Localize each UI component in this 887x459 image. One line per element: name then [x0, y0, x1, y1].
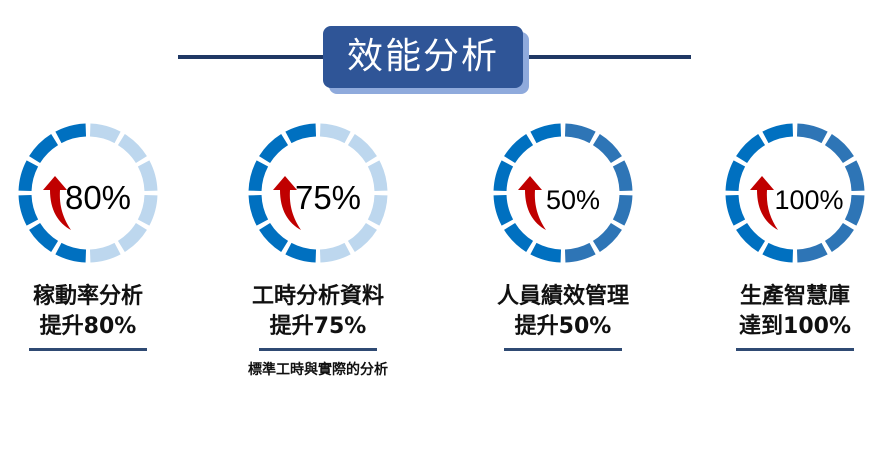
ring-segment — [55, 123, 87, 144]
ring-segment — [564, 123, 596, 144]
section-title: 效能分析 — [323, 26, 523, 88]
ring-segment — [530, 242, 562, 263]
ring-segment — [347, 134, 377, 164]
progress-ring: 80% — [18, 123, 158, 263]
ring-segment — [18, 194, 39, 226]
percent-label: 80% — [65, 179, 131, 216]
metric-title: 生產智慧庫 — [739, 284, 850, 309]
metric-card: 50% 人員績效管理提升50% — [453, 118, 673, 351]
percent-label: 75% — [295, 179, 361, 216]
ring-segment — [725, 194, 746, 226]
metric-title: 工時分析資料 — [251, 284, 384, 309]
metric-title: 人員績效管理 — [496, 284, 629, 309]
progress-ring: 100% — [725, 123, 865, 263]
ring-segment — [762, 123, 794, 144]
ring-segment — [504, 222, 534, 252]
metric-note: 標準工時與實際的分析 — [248, 362, 388, 378]
percent-label: 50% — [546, 185, 600, 215]
metric-label: 工時分析資料提升75% — [208, 282, 428, 342]
ring-segment — [824, 134, 854, 164]
underline — [736, 348, 854, 351]
progress-ring: 75% — [248, 123, 388, 263]
ring-segment — [89, 123, 121, 144]
header-line-left — [178, 55, 323, 59]
metric-label: 生產智慧庫達到100% — [685, 282, 887, 342]
ring-segment — [117, 134, 147, 164]
up-arrow-icon — [273, 176, 301, 230]
ring-segment — [844, 160, 865, 192]
ring-segment — [736, 134, 766, 164]
ring-segment — [319, 123, 351, 144]
ring-segment — [796, 123, 828, 144]
progress-ring: 50% — [493, 123, 633, 263]
underline — [259, 348, 377, 351]
ring-segment — [259, 222, 289, 252]
metric-card: 80% 稼動率分析提升80% — [0, 118, 198, 351]
ring-segment — [137, 160, 158, 192]
metric-value: 提升75% — [269, 314, 367, 339]
ring-segment — [612, 194, 633, 226]
ring-segment — [285, 242, 317, 263]
underline — [29, 348, 147, 351]
ring-segment — [493, 194, 514, 226]
metric-value: 達到100% — [739, 314, 851, 339]
ring-segment — [285, 123, 317, 144]
ring-segment — [55, 242, 87, 263]
metric-label: 人員績效管理提升50% — [453, 282, 673, 342]
metric-title: 稼動率分析 — [32, 284, 143, 309]
ring-segment — [725, 160, 746, 192]
metric-label: 稼動率分析提升80% — [0, 282, 198, 342]
ring-segment — [259, 134, 289, 164]
metric-value: 提升80% — [39, 314, 137, 339]
ring-segment — [319, 242, 351, 263]
underline — [504, 348, 622, 351]
ring-segment — [347, 222, 377, 252]
ring-segment — [504, 134, 534, 164]
metric-card: 100% 生產智慧庫達到100% — [685, 118, 887, 351]
ring-segment — [29, 134, 59, 164]
ring-segment — [248, 194, 269, 226]
ring-segment — [762, 242, 794, 263]
ring-segment — [564, 242, 596, 263]
ring-segment — [367, 160, 388, 192]
percent-label: 100% — [774, 185, 843, 215]
ring-segment — [736, 222, 766, 252]
up-arrow-icon — [43, 176, 71, 230]
ring-segment — [117, 222, 147, 252]
ring-segment — [248, 160, 269, 192]
ring-segment — [592, 134, 622, 164]
ring-segment — [29, 222, 59, 252]
ring-segment — [844, 194, 865, 226]
ring-segment — [493, 160, 514, 192]
ring-segment — [367, 194, 388, 226]
ring-segment — [89, 242, 121, 263]
up-arrow-icon — [518, 176, 546, 230]
header-line-right — [523, 55, 691, 59]
up-arrow-icon — [750, 176, 778, 230]
ring-segment — [530, 123, 562, 144]
metric-card: 75% 工時分析資料提升75% 標準工時與實際的分析 — [208, 118, 428, 379]
ring-segment — [824, 222, 854, 252]
metric-value: 提升50% — [514, 314, 612, 339]
ring-segment — [796, 242, 828, 263]
ring-segment — [592, 222, 622, 252]
ring-segment — [137, 194, 158, 226]
ring-segment — [612, 160, 633, 192]
ring-segment — [18, 160, 39, 192]
